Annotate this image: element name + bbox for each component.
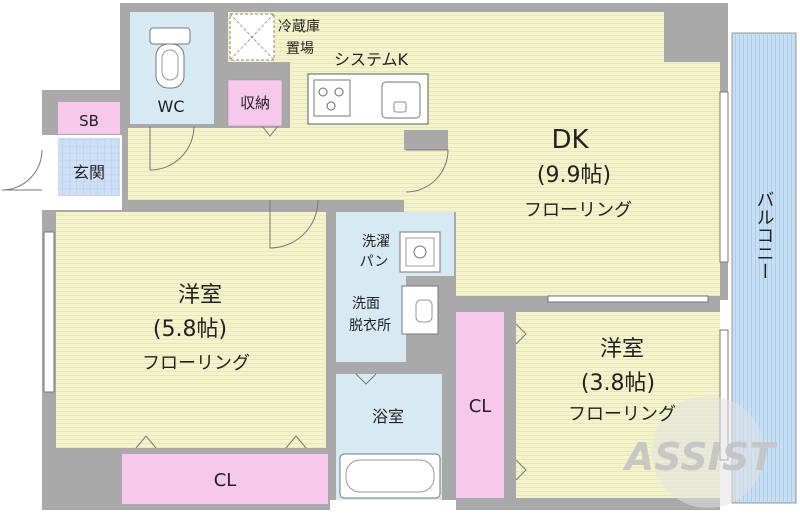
dk-floor-label: フローリング	[524, 200, 632, 221]
laundry-label-1: 洗濯	[362, 234, 390, 250]
laundry-label-2: パン	[360, 254, 389, 270]
door-swings	[1, 125, 527, 481]
shoe-box	[58, 102, 120, 134]
bathroom-label: 浴室	[372, 407, 404, 426]
washroom-label-1: 洗面	[352, 296, 380, 312]
laundry-pan	[399, 231, 441, 273]
entrance-tile	[58, 138, 120, 196]
room-labels: 冷蔵庫 置場 システムK WC 収納 SB 玄関 DK (9.9帖) フローリン…	[73, 18, 775, 491]
wash-basin	[401, 285, 439, 335]
western-right-name-label: 洋室	[600, 337, 644, 362]
closet-middle	[456, 312, 504, 498]
closet-bottom	[122, 454, 328, 504]
refrigerator-label-1: 冷蔵庫	[278, 18, 320, 35]
shoe-box-label: SB	[79, 112, 99, 130]
assist-watermark: ASSIST	[622, 396, 778, 508]
western-left-size-label: (5.8帖)	[153, 317, 227, 342]
watermark-text: ASSIST	[622, 435, 778, 479]
western-left-name-label: 洋室	[178, 283, 222, 308]
refrigerator-label-2: 置場	[286, 41, 314, 57]
closet-middle-label: CL	[469, 396, 492, 417]
storage-room	[227, 79, 283, 127]
dk-name-label: DK	[551, 125, 589, 155]
windows	[43, 91, 729, 461]
balcony-label: バルコニー	[754, 190, 775, 280]
western-right-size-label: (3.8帖)	[581, 371, 655, 396]
western-left-floor-label: フローリング	[142, 353, 250, 374]
kitchen-label: システムK	[334, 50, 409, 69]
washroom	[336, 276, 406, 362]
closet-bottom-label: CL	[214, 470, 237, 491]
wc-room	[130, 12, 214, 124]
hallway-floor	[128, 128, 404, 200]
refrigerator-space	[229, 13, 275, 61]
bathtub	[339, 453, 441, 499]
entrance-label: 玄関	[73, 163, 105, 182]
western-right-floor-label: フローリング	[568, 404, 676, 425]
washroom-label-2: 脱衣所	[349, 318, 391, 334]
wc-label: WC	[158, 97, 185, 116]
kitchen-counter	[307, 73, 429, 125]
dk-size-label: (9.9帖)	[537, 163, 611, 188]
storage-label: 収納	[240, 94, 270, 112]
western-room-left-floor	[56, 212, 326, 448]
